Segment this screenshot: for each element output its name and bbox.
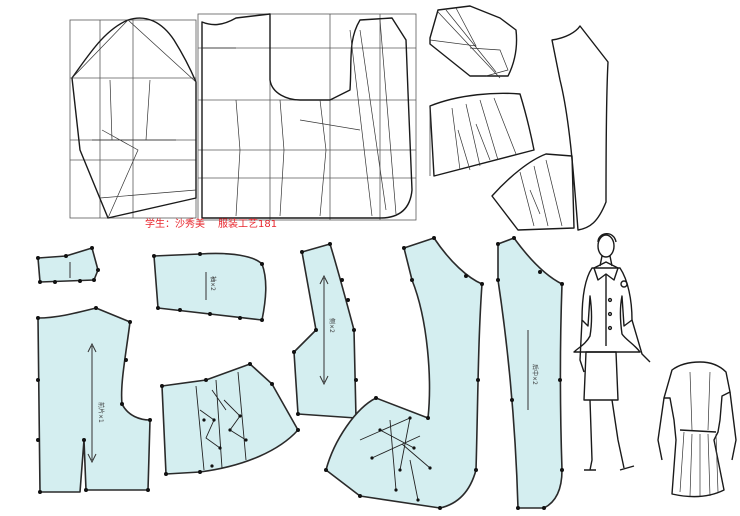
side-front-pattern-piece: 侧×2 (292, 242, 358, 420)
fashion-figure-illustration (573, 233, 651, 471)
class-caption: 服装工艺181 (218, 217, 277, 230)
sleeve-piece-label: 袖×2 (209, 276, 217, 291)
collar-draft (429, 5, 575, 231)
caption: 学生：沙秀美 服装工艺181 (145, 217, 277, 230)
collar-stand-piece (36, 246, 100, 284)
front-piece-label: 前片×1 (97, 402, 105, 423)
side-front-label: 侧×2 (328, 318, 336, 333)
front-pattern-piece: 前片×1 (36, 306, 152, 494)
sleeve-draft (69, 17, 197, 219)
sleeve-cap-piece: 袖×2 (152, 252, 267, 322)
back-center-pattern-piece: 后中×2 (496, 236, 564, 510)
peplum-pattern-piece (160, 362, 300, 476)
front-facing-pattern-piece (324, 236, 484, 510)
back-draft (551, 25, 609, 231)
student-caption: 学生：沙秀美 (145, 217, 205, 230)
bodice-draft (197, 13, 417, 221)
back-view-sketch (657, 361, 737, 498)
back-piece-label: 后中×2 (531, 364, 539, 385)
